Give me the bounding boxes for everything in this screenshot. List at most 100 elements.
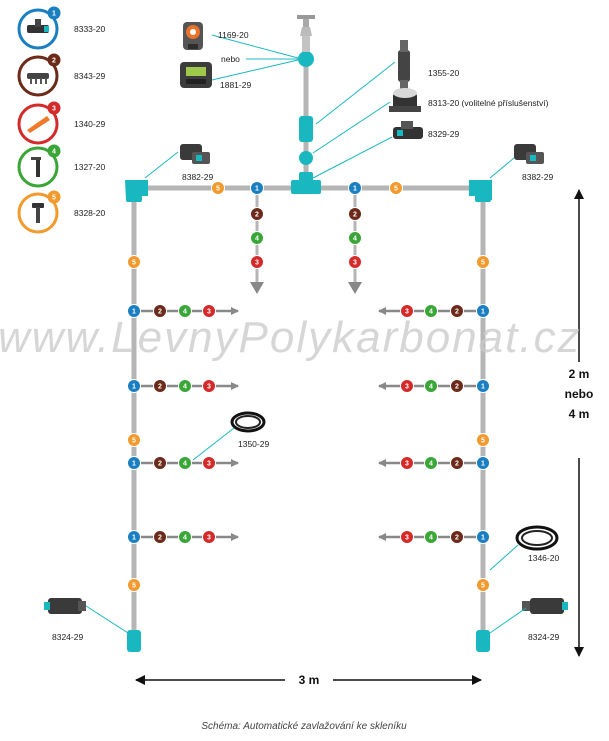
svg-text:1: 1	[481, 535, 485, 542]
leader-end-left	[85, 605, 129, 634]
label-hose-main: 1346-20	[528, 553, 559, 563]
marker-2: 2	[348, 207, 362, 221]
spray-nozzle-icon	[27, 116, 50, 133]
marker-4: 4	[250, 231, 264, 245]
marker-3: 3	[400, 304, 414, 318]
marker-3: 3	[400, 379, 414, 393]
marker-5: 5	[127, 433, 141, 447]
marker-1: 1	[127, 304, 141, 318]
water-timer-1169-icon	[183, 22, 203, 50]
marker-1: 1	[476, 456, 490, 470]
dimension-width-label: 3 m	[299, 673, 320, 687]
leader-filter	[315, 61, 396, 125]
legend-badge-number: 3	[52, 106, 56, 113]
svg-text:1: 1	[132, 384, 136, 391]
svg-text:2: 2	[158, 384, 162, 391]
legend-code: 1327-20	[74, 162, 105, 172]
svg-text:4: 4	[183, 384, 187, 391]
marker-2: 2	[153, 530, 167, 544]
marker-5: 5	[476, 255, 490, 269]
svg-text:4: 4	[429, 309, 433, 316]
dimension-height-3: 4 m	[569, 407, 590, 421]
supply-connector-top	[298, 51, 314, 67]
marker-3: 3	[202, 456, 216, 470]
label-pressure-reducer: 8313-20 (volitelné příslušenství)	[428, 98, 549, 108]
svg-text:3: 3	[405, 535, 409, 542]
svg-text:4: 4	[353, 236, 357, 243]
svg-text:4: 4	[429, 461, 433, 468]
corner-connector-right	[469, 180, 492, 200]
watermark: www.LevnyPolykarbonat.cz	[0, 313, 582, 362]
svg-text:5: 5	[394, 186, 398, 193]
t-connector-center	[291, 180, 321, 194]
svg-text:1: 1	[132, 309, 136, 316]
marker-1: 1	[348, 181, 362, 195]
marker-1: 1	[127, 379, 141, 393]
svg-text:2: 2	[353, 212, 357, 219]
hose-coil-1346-icon	[515, 525, 559, 551]
dimension-height-2: nebo	[565, 387, 594, 401]
svg-text:5: 5	[216, 186, 220, 193]
marker-5: 5	[127, 578, 141, 592]
svg-text:3: 3	[255, 260, 259, 267]
supply-filter-connector	[299, 116, 313, 142]
svg-text:3: 3	[405, 384, 409, 391]
svg-text:3: 3	[207, 461, 211, 468]
marker-4: 4	[424, 530, 438, 544]
svg-text:5: 5	[132, 583, 136, 590]
legend-badge-number: 2	[52, 58, 56, 65]
caption: Schéma: Automatické zavlažování ke sklen…	[201, 721, 407, 732]
svg-text:2: 2	[255, 212, 259, 219]
svg-text:4: 4	[183, 461, 187, 468]
marker-2: 2	[153, 304, 167, 318]
legend-badge	[47, 6, 61, 20]
leader-reducer	[312, 101, 391, 154]
marker-4: 4	[178, 379, 192, 393]
svg-text:1: 1	[481, 309, 485, 316]
end-plug-left	[127, 630, 141, 652]
water-timer-1881-icon	[180, 62, 212, 88]
water-tap-icon	[297, 15, 315, 52]
end-stake-icon	[32, 203, 44, 223]
marker-1: 1	[127, 456, 141, 470]
leader-timer-top	[211, 34, 299, 59]
dripper-stake-icon	[31, 157, 41, 177]
svg-text:1: 1	[481, 384, 485, 391]
svg-text:1: 1	[132, 461, 136, 468]
marker-1: 1	[476, 530, 490, 544]
marker-4: 4	[178, 304, 192, 318]
svg-text:4: 4	[255, 236, 259, 243]
drop-arrow-left	[250, 282, 264, 294]
device-labels: 1169-20 nebo 1881-29 1355-20 8313-20 (vo…	[52, 30, 559, 642]
marker-2: 2	[250, 207, 264, 221]
leader-corner-right	[489, 157, 515, 179]
legend-badge	[47, 101, 61, 115]
svg-text:2: 2	[455, 384, 459, 391]
svg-text:2: 2	[158, 461, 162, 468]
corner-8382-left-icon	[180, 144, 210, 164]
marker-2: 2	[450, 379, 464, 393]
t-connector-center-stem	[299, 172, 313, 186]
marker-4: 4	[178, 456, 192, 470]
marker-4: 4	[424, 456, 438, 470]
pressure-reducer-8313-icon	[389, 88, 421, 112]
marker-3: 3	[202, 530, 216, 544]
svg-text:2: 2	[158, 309, 162, 316]
marker-5: 5	[211, 181, 225, 195]
svg-text:5: 5	[481, 438, 485, 445]
marker-4: 4	[424, 304, 438, 318]
marker-2: 2	[450, 456, 464, 470]
svg-text:2: 2	[455, 309, 459, 316]
label-nebo-small: nebo	[221, 54, 240, 64]
label-filter: 1355-20	[428, 68, 459, 78]
label-hose-inner: 1350-29	[238, 439, 269, 449]
marker-3: 3	[202, 304, 216, 318]
legend-code: 8328-20	[74, 208, 105, 218]
legend-code: 8333-20	[74, 24, 105, 34]
legend-badge	[47, 53, 61, 67]
t-piece-8329-icon	[393, 121, 423, 139]
